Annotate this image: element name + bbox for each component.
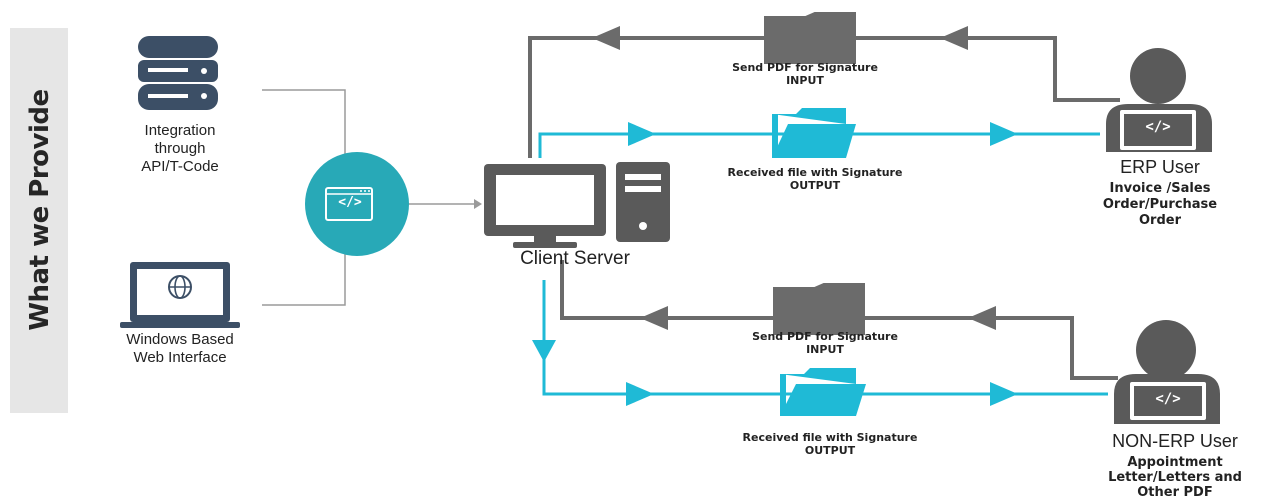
nonerp-receive-arrow-2	[990, 382, 1018, 406]
nonerp-receive-arrow-1	[626, 382, 654, 406]
nonerp-receive-folder-icon	[780, 368, 866, 416]
nonerp-send-line	[560, 260, 1118, 380]
hub-arrowhead	[474, 199, 482, 209]
erp-receive-arrow-1	[628, 122, 656, 146]
flow-label-line: Received file with Signature	[742, 431, 918, 444]
erp-send-arrow-1	[940, 26, 968, 50]
user-desc-line: Other PDF	[1137, 485, 1213, 500]
laptop-globe-icon	[120, 262, 240, 328]
user-desc-line: Appointment	[1127, 455, 1223, 470]
client-server-icon	[484, 162, 670, 248]
nonerp-user-title: NON-ERP User	[1112, 431, 1238, 451]
flow-label-line: Received file with Signature	[727, 166, 903, 179]
api-label-line: Integration	[144, 122, 216, 139]
api-label-line: through	[154, 140, 206, 157]
nonerp-receive-down-arrow	[532, 340, 556, 362]
nonerp-receive-line	[542, 280, 1108, 396]
database-icon	[138, 36, 218, 110]
erp-receive-arrow-2	[990, 122, 1018, 146]
erp-send-label: Send PDF for Signature INPUT	[700, 61, 910, 87]
nonerp-send-label: Send PDF for Signature INPUT	[720, 330, 930, 356]
api-label-line: API/T-Code	[141, 158, 219, 175]
erp-receive-folder-icon	[772, 108, 856, 158]
erp-receive-label: Received file with Signature OUTPUT	[690, 166, 940, 192]
sidebar-panel	[10, 28, 68, 413]
user-desc-line: Order/Purchase	[1102, 197, 1218, 212]
erp-receive-line	[538, 132, 1100, 158]
user-desc-line: Order	[1139, 213, 1181, 228]
erp-user-code-glyph: </>	[1145, 119, 1171, 135]
flow-label-line: Send PDF for Signature	[732, 61, 878, 74]
erp-user-title: ERP User	[1120, 157, 1200, 177]
nonerp-user-description: Appointment Letter/Letters and Other PDF	[1090, 455, 1260, 500]
erp-send-folder-icon	[764, 12, 856, 64]
nonerp-send-folder-icon	[773, 283, 865, 335]
code-hub-icon	[305, 152, 409, 256]
erp-send-line	[528, 36, 1120, 158]
erp-user-icon	[1106, 48, 1212, 152]
nonerp-user-code-glyph: </>	[1155, 391, 1181, 407]
erp-send-arrow-2	[592, 26, 620, 50]
nonerp-receive-label: Received file with Signature OUTPUT	[705, 431, 955, 457]
nonerp-send-arrow-1	[968, 306, 996, 330]
hub-code-glyph: </>	[338, 195, 362, 210]
web-label-line: Windows Based	[126, 331, 234, 348]
user-desc-line: Invoice /Sales	[1109, 181, 1211, 196]
nonerp-send-arrow-2	[640, 306, 668, 330]
erp-user-description: Invoice /Sales Order/Purchase Order	[1075, 181, 1245, 229]
flow-label-line: OUTPUT	[804, 444, 856, 457]
nonerp-user-icon	[1114, 320, 1220, 424]
flow-label-line: OUTPUT	[789, 179, 841, 192]
api-integration-label: Integration through API/T-Code	[100, 122, 260, 176]
flow-label-line: Send PDF for Signature	[752, 330, 898, 343]
client-server-label: Client Server	[520, 248, 630, 269]
flow-label-line: INPUT	[786, 74, 824, 87]
web-label-line: Web Interface	[133, 349, 227, 366]
user-desc-line: Letter/Letters and	[1108, 470, 1242, 485]
web-interface-label: Windows Based Web Interface	[90, 331, 270, 367]
flow-label-line: INPUT	[806, 343, 844, 356]
